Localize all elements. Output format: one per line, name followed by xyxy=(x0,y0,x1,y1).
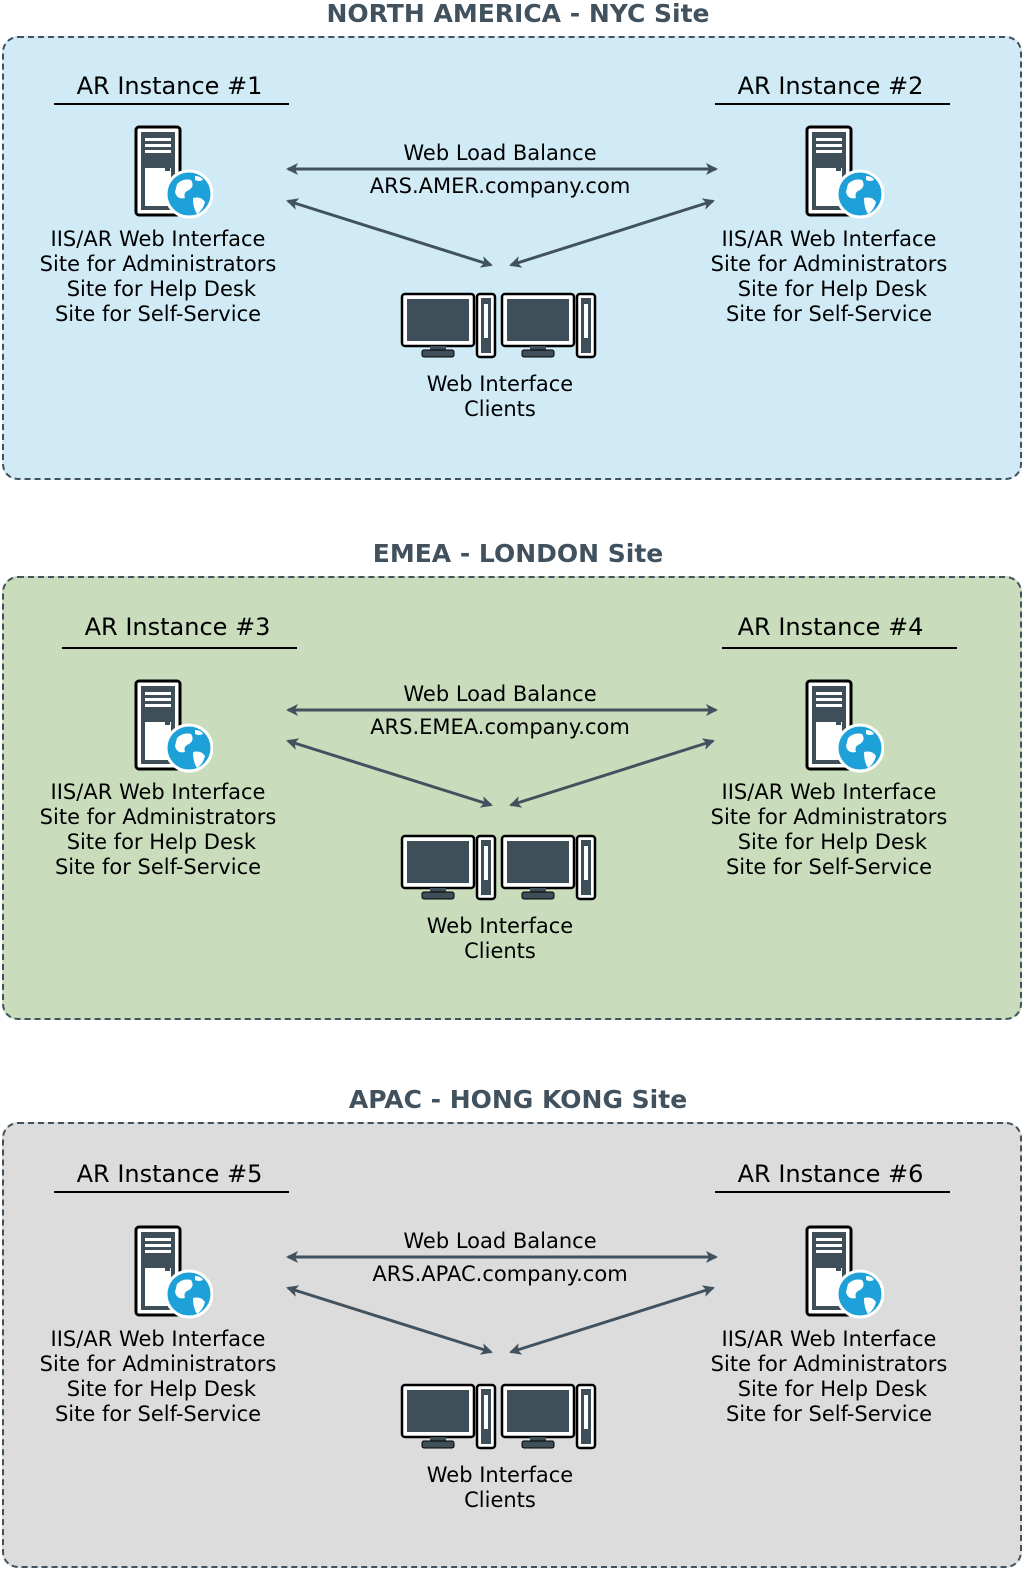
role-admin-site: Site for Administrators xyxy=(710,1352,948,1376)
role-selfservice-site: Site for Self-Service xyxy=(54,1402,262,1426)
instance-roles: IIS/AR Web Interface Site for Administra… xyxy=(8,1327,308,1427)
role-admin-site: Site for Administrators xyxy=(710,805,948,829)
site-north-america: NORTH AMERICA - NYC Site AR Instance #1 … xyxy=(0,0,1036,510)
instance-roles: IIS/AR Web Interface Site for Administra… xyxy=(679,1327,979,1427)
server-globe-icon xyxy=(804,678,884,774)
load-balance-arrows xyxy=(286,704,718,808)
site-apac: APAC - HONG KONG Site AR Instance #5 AR … xyxy=(0,1086,1036,1596)
role-helpdesk-site: Site for Help Desk xyxy=(731,277,927,301)
instance-underline xyxy=(715,103,950,105)
role-helpdesk-site: Site for Help Desk xyxy=(731,830,927,854)
instance-title: AR Instance #5 xyxy=(76,1160,263,1188)
instance-title: AR Instance #3 xyxy=(84,613,271,641)
site-title: APAC - HONG KONG Site xyxy=(348,1085,688,1114)
instance-title: AR Instance #1 xyxy=(76,72,263,100)
site-title: NORTH AMERICA - NYC Site xyxy=(326,0,710,28)
instance-roles: IIS/AR Web Interface Site for Administra… xyxy=(679,780,979,880)
instance-underline xyxy=(715,1191,950,1193)
load-balance-host: ARS.EMEA.company.com xyxy=(370,715,630,739)
role-admin-site: Site for Administrators xyxy=(39,252,277,276)
instance-underline xyxy=(54,1191,289,1193)
instance-roles: IIS/AR Web Interface Site for Administra… xyxy=(8,780,308,880)
role-web-interface: IIS/AR Web Interface xyxy=(721,227,937,251)
clients-label: Web Interface Clients xyxy=(426,372,574,421)
server-globe-icon xyxy=(804,1224,884,1320)
instance-underline xyxy=(722,647,957,649)
role-admin-site: Site for Administrators xyxy=(39,805,277,829)
site-emea: EMEA - LONDON Site AR Instance #3 AR Ins… xyxy=(0,540,1036,1050)
role-selfservice-site: Site for Self-Service xyxy=(725,1402,933,1426)
two-workstations-icon xyxy=(400,292,600,362)
load-balance-label: Web Load Balance xyxy=(403,1229,597,1253)
site-title: EMEA - LONDON Site xyxy=(372,539,664,568)
role-web-interface: IIS/AR Web Interface xyxy=(50,227,266,251)
role-admin-site: Site for Administrators xyxy=(710,252,948,276)
two-workstations-icon xyxy=(400,1383,600,1453)
load-balance-host: ARS.AMER.company.com xyxy=(369,174,631,198)
load-balance-arrows xyxy=(286,1251,718,1355)
role-helpdesk-site: Site for Help Desk xyxy=(60,830,256,854)
role-selfservice-site: Site for Self-Service xyxy=(54,855,262,879)
role-web-interface: IIS/AR Web Interface xyxy=(50,1327,266,1351)
server-globe-icon xyxy=(133,1224,213,1320)
role-selfservice-site: Site for Self-Service xyxy=(54,302,262,326)
instance-underline xyxy=(54,103,289,105)
role-selfservice-site: Site for Self-Service xyxy=(725,855,933,879)
role-web-interface: IIS/AR Web Interface xyxy=(721,1327,937,1351)
instance-roles: IIS/AR Web Interface Site for Administra… xyxy=(8,227,308,327)
instance-title: AR Instance #4 xyxy=(737,613,924,641)
server-globe-icon xyxy=(804,124,884,220)
server-globe-icon xyxy=(133,124,213,220)
role-web-interface: IIS/AR Web Interface xyxy=(721,780,937,804)
instance-title: AR Instance #6 xyxy=(737,1160,924,1188)
instance-underline xyxy=(62,647,297,649)
role-web-interface: IIS/AR Web Interface xyxy=(50,780,266,804)
role-admin-site: Site for Administrators xyxy=(39,1352,277,1376)
role-helpdesk-site: Site for Help Desk xyxy=(60,277,256,301)
two-workstations-icon xyxy=(400,834,600,904)
role-helpdesk-site: Site for Help Desk xyxy=(731,1377,927,1401)
instance-title: AR Instance #2 xyxy=(737,72,924,100)
instance-roles: IIS/AR Web Interface Site for Administra… xyxy=(679,227,979,327)
load-balance-label: Web Load Balance xyxy=(403,141,597,165)
clients-label: Web Interface Clients xyxy=(426,914,574,963)
load-balance-label: Web Load Balance xyxy=(403,682,597,706)
role-helpdesk-site: Site for Help Desk xyxy=(60,1377,256,1401)
clients-label: Web Interface Clients xyxy=(426,1463,574,1512)
server-globe-icon xyxy=(133,678,213,774)
load-balance-arrows xyxy=(286,163,718,268)
load-balance-host: ARS.APAC.company.com xyxy=(372,1262,628,1286)
role-selfservice-site: Site for Self-Service xyxy=(725,302,933,326)
